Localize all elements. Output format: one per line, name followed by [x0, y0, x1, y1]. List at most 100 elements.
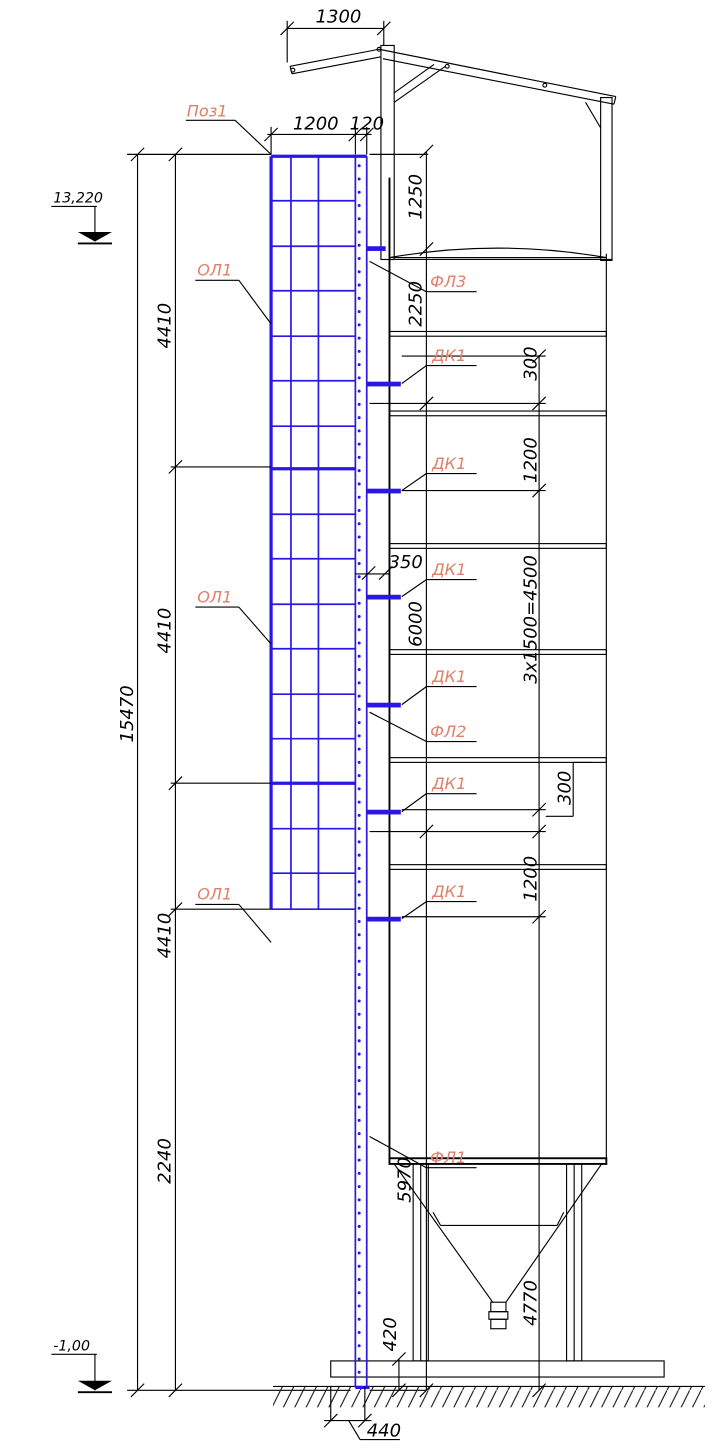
- ladder-rung: [357, 376, 361, 380]
- ladder-rung: [357, 588, 361, 592]
- ladder-rung: [357, 1171, 361, 1175]
- ladder-rung: [357, 1065, 361, 1069]
- ladder-rung: [357, 230, 361, 234]
- ladder-rung: [357, 203, 361, 208]
- ladder-rung: [357, 1317, 361, 1321]
- tag-dk1-4: ДК1: [431, 667, 466, 686]
- ladder-rung: [357, 1185, 361, 1189]
- ladder-rung: [357, 840, 361, 844]
- ladder-rung: [357, 190, 361, 194]
- ladder-rung: [357, 1158, 361, 1162]
- ladder-rung: [357, 363, 361, 367]
- dim-upper-gap: 2250: [406, 281, 427, 327]
- ladder-rung: [357, 774, 361, 778]
- tag-dk1-5: ДК1: [431, 774, 466, 793]
- ladder-cage: [269, 154, 370, 1390]
- ladder-rung: [357, 827, 361, 831]
- ladder-rung: [357, 1264, 361, 1268]
- dim-cage-section-1: 4410: [155, 303, 176, 349]
- ladder-rung: [357, 323, 361, 327]
- ladder-rung: [357, 1079, 361, 1083]
- ladder-rung: [357, 1251, 361, 1255]
- ladder-rung: [357, 336, 361, 340]
- ladder-rung: [357, 681, 361, 685]
- ladder-rung: [357, 1291, 361, 1295]
- ladder-rung: [357, 1145, 361, 1149]
- ladder-rung: [357, 973, 361, 977]
- ladder-rung: [357, 1344, 361, 1348]
- ladder-rung: [357, 747, 361, 751]
- dim-foot-width: 440: [367, 1421, 401, 1442]
- ladder-rung: [357, 1238, 361, 1242]
- dim-bracket-gap-1: 300: [520, 346, 541, 380]
- ladder-rung: [357, 389, 361, 393]
- ladder-rung: [357, 349, 361, 353]
- level-marker-top: [51, 205, 112, 245]
- tag-dk1-2: ДК1: [431, 454, 466, 473]
- ladder-rung: [357, 694, 361, 698]
- ladder-rung: [357, 283, 361, 287]
- ladder-rung: [357, 654, 361, 658]
- level-bottom-label: -1,00: [53, 1339, 90, 1355]
- ladder-rung: [357, 721, 361, 725]
- ladder-rung: [357, 1012, 361, 1016]
- level-marker-bottom: [51, 1353, 112, 1394]
- ladder-rung: [357, 893, 361, 897]
- dim-ring-spacing: 3x1500=4500: [520, 555, 541, 684]
- dim-ladder-standoff: 350: [389, 552, 423, 573]
- dim-barrel-height: 6000: [406, 601, 427, 647]
- tag-fl1: ФЛ1: [430, 1148, 466, 1167]
- ladder-rung: [357, 1330, 361, 1335]
- ladder-rung: [357, 164, 361, 168]
- ladder-rung: [357, 668, 361, 672]
- dim-ladder-offset: 120: [350, 114, 384, 135]
- ladder-rung: [357, 1357, 361, 1361]
- ladder-rung: [357, 999, 361, 1003]
- ladder-rung: [357, 217, 361, 221]
- ladder-rung: [357, 1211, 361, 1215]
- tag-ol1-upper: ОЛ1: [197, 261, 232, 280]
- ladder-rung: [357, 257, 361, 261]
- tag-ol1-middle: ОЛ1: [197, 587, 232, 606]
- ladder-rung: [357, 1052, 361, 1056]
- ladder-rung: [357, 1132, 361, 1136]
- ladder-rung: [357, 508, 361, 512]
- ladder-rung: [357, 1026, 361, 1030]
- dim-bracket-gap-4: 1200: [520, 856, 541, 902]
- tag-dk1-3: ДК1: [431, 560, 466, 579]
- ladder-rung: [357, 296, 361, 300]
- ladder-rung: [357, 959, 361, 963]
- ladder-rung: [357, 906, 361, 910]
- ladder-rung: [357, 1092, 361, 1096]
- ladder-rung: [357, 1039, 361, 1043]
- dim-roof-overhang: 1300: [316, 7, 362, 28]
- ladder-rung: [357, 707, 361, 711]
- dim-bracket-gap-3: 300: [554, 771, 575, 805]
- ladder-rung: [357, 986, 361, 990]
- ladder-rung: [357, 270, 361, 274]
- ladder-rung: [357, 416, 361, 420]
- ladder-rung: [357, 177, 361, 181]
- ladder-rung: [357, 787, 361, 791]
- tag-pos1: Поз1: [187, 101, 228, 120]
- ladder-rung: [357, 1370, 361, 1374]
- ladder-rung: [357, 813, 361, 817]
- dimension-lines: [127, 20, 593, 1441]
- ladder-rung: [357, 933, 361, 937]
- level-top-label: 13,220: [53, 191, 103, 207]
- ladder-rung: [357, 402, 361, 406]
- silo-barrel: [388, 247, 608, 1165]
- ladder-rung: [357, 1304, 361, 1308]
- ladder-brackets: [366, 246, 401, 922]
- ladder-rung: [357, 495, 361, 499]
- ladder-rung: [357, 455, 361, 459]
- dim-roof-height: 1250: [406, 174, 427, 220]
- ladder-rung: [357, 442, 361, 446]
- ladder-rung: [357, 561, 361, 566]
- ladder-rung: [357, 548, 361, 552]
- dim-cage-section-2: 4410: [155, 608, 176, 654]
- tag-dk1-1: ДК1: [431, 346, 466, 365]
- ladder-rung: [357, 1277, 361, 1281]
- ladder-rung: [357, 1105, 361, 1109]
